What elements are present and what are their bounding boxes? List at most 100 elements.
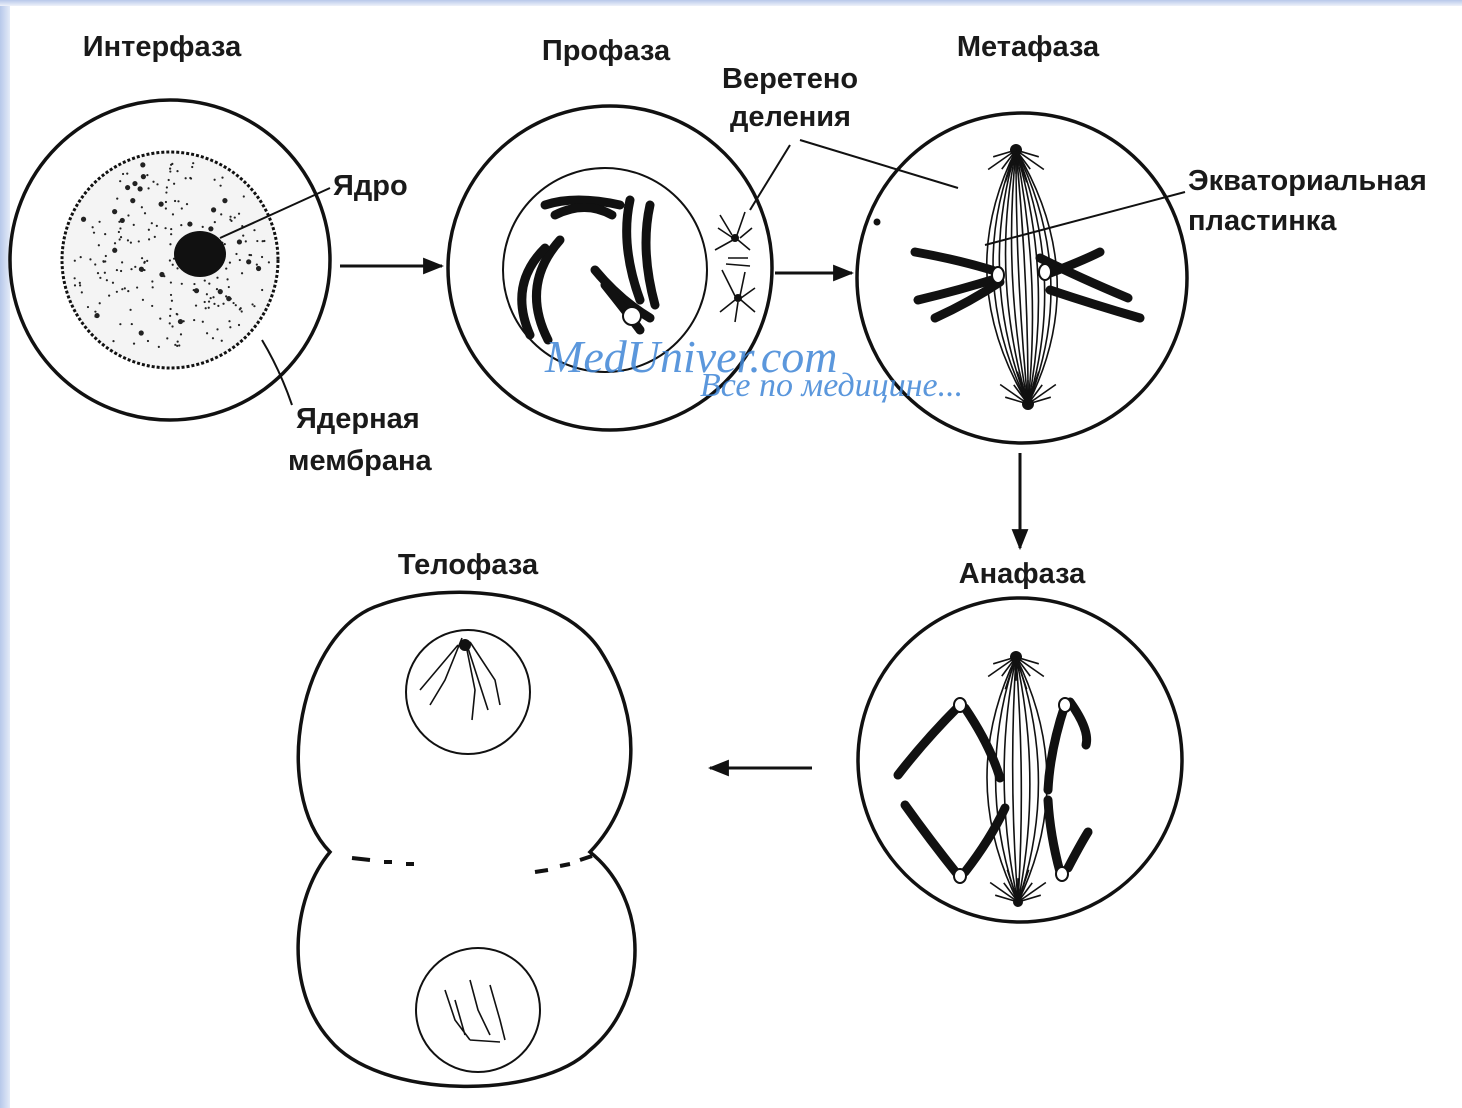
chromatin-dot	[154, 236, 156, 238]
chromatin-dot	[133, 224, 135, 226]
chromatin-dot	[194, 288, 199, 293]
label-nuclear-membrane-line1: Ядерная	[296, 403, 420, 435]
chromatin-dot	[218, 289, 223, 294]
chromatin-dot	[93, 232, 95, 234]
chromatin-dot	[213, 303, 215, 305]
chromatin-dot	[89, 258, 91, 260]
chromatin-dot	[192, 162, 194, 164]
chromatin-dot	[133, 343, 135, 345]
chromatin-dot	[136, 286, 138, 288]
chromatin-dot	[212, 296, 214, 298]
chromatin-dot	[108, 295, 110, 297]
watermark-tagline: Все по медицине...	[700, 367, 963, 404]
chromatin-dot	[178, 319, 183, 324]
chromatin-dot	[177, 341, 179, 343]
chromatin-dot	[204, 279, 206, 281]
chromatin-dot	[169, 170, 171, 172]
chromatin-dot	[94, 311, 96, 313]
membrane-pointer	[262, 340, 292, 405]
label-spindle-line1: Веретено	[722, 63, 858, 95]
chromatin-dot	[256, 240, 258, 242]
chromatin-dot	[221, 177, 223, 179]
chromatin-dot	[191, 166, 193, 168]
chromatin-dot	[170, 308, 172, 310]
chromatin-dot	[234, 216, 236, 218]
chromatin-dot	[174, 344, 176, 346]
chromatin-dot	[212, 337, 214, 339]
chromatin-dot	[142, 299, 144, 301]
chromatin-dot	[208, 226, 213, 231]
chromatin-dot	[104, 272, 106, 274]
chromatin-dot	[146, 174, 148, 176]
chromatin-dot	[120, 270, 122, 272]
chromatin-dot	[245, 240, 247, 242]
chromatin-dot	[169, 259, 171, 261]
chromatin-dot	[119, 180, 121, 182]
chromatin-dot	[143, 262, 145, 264]
chromatin-dot	[151, 305, 153, 307]
chromatin-dot	[239, 308, 241, 310]
chromatin-dot	[251, 303, 253, 305]
chromatin-dot	[180, 224, 182, 226]
chromatin-dot	[185, 177, 187, 179]
chromatin-dot	[217, 305, 219, 307]
chromatin-dot	[119, 227, 121, 229]
chromatin-dot	[116, 291, 118, 293]
chromatin-dot	[120, 236, 122, 238]
chromatin-dot	[104, 233, 106, 235]
chromatin-dot	[178, 344, 180, 346]
chromatin-dot	[226, 296, 231, 301]
chromatin-dot	[146, 260, 148, 262]
chromatin-dot	[121, 288, 123, 290]
chromatin-dot	[253, 305, 255, 307]
chromatin-dot	[261, 256, 263, 258]
label-equatorial-line1: Экваториальная	[1188, 165, 1427, 197]
chromatin-dot	[143, 269, 145, 271]
chromatin-dot	[169, 243, 171, 245]
chromatin-dot	[193, 289, 195, 291]
label-telophase: Телофаза	[398, 549, 539, 581]
chromatin-dot	[242, 235, 244, 237]
chromatin-dot	[156, 183, 158, 185]
chromatin-dot	[169, 322, 171, 324]
chromatin-dot	[238, 213, 240, 215]
chromatin-dot	[165, 201, 167, 203]
chromatin-dot	[74, 260, 76, 262]
chromatin-dot	[256, 264, 258, 266]
chromatin-dot	[165, 191, 167, 193]
chromatin-dot	[170, 233, 172, 235]
chromatin-dot	[74, 277, 76, 279]
chromatin-dot	[127, 290, 129, 292]
chromatin-dot	[147, 340, 149, 342]
chromatin-dot	[250, 254, 252, 256]
chromatin-dot	[206, 332, 208, 334]
anaphase-cell	[858, 598, 1182, 922]
chromatin-dot	[99, 302, 101, 304]
chromatin-dot	[79, 282, 81, 284]
chromatin-dot	[141, 174, 146, 179]
chromatin-dot	[137, 186, 142, 191]
chromatin-dot	[171, 300, 173, 302]
chromatin-dot	[87, 306, 89, 308]
chromatin-dot	[202, 226, 204, 228]
spindle-fiber	[1016, 657, 1021, 902]
chromatin-dot	[98, 221, 100, 223]
chromatin-dot	[159, 272, 164, 277]
chromatin-dot	[114, 242, 116, 244]
spindle-pointer-prophase	[750, 145, 790, 210]
chromatin-dot	[229, 216, 231, 218]
chromatin-dot	[92, 226, 94, 228]
chromatin-dot	[159, 202, 164, 207]
chromatin-dot	[216, 328, 218, 330]
chromatin-dot	[229, 326, 231, 328]
chromatin-dot	[235, 304, 237, 306]
chromatin-dot	[181, 283, 183, 285]
chromatin-dot	[268, 261, 270, 263]
chromatin-dot	[206, 293, 208, 295]
chromatin-dot	[229, 262, 231, 264]
chromatin-dot	[102, 260, 104, 262]
chromatin-dot	[119, 238, 121, 240]
chromatin-dot	[166, 337, 168, 339]
label-anaphase: Анафаза	[959, 558, 1086, 590]
